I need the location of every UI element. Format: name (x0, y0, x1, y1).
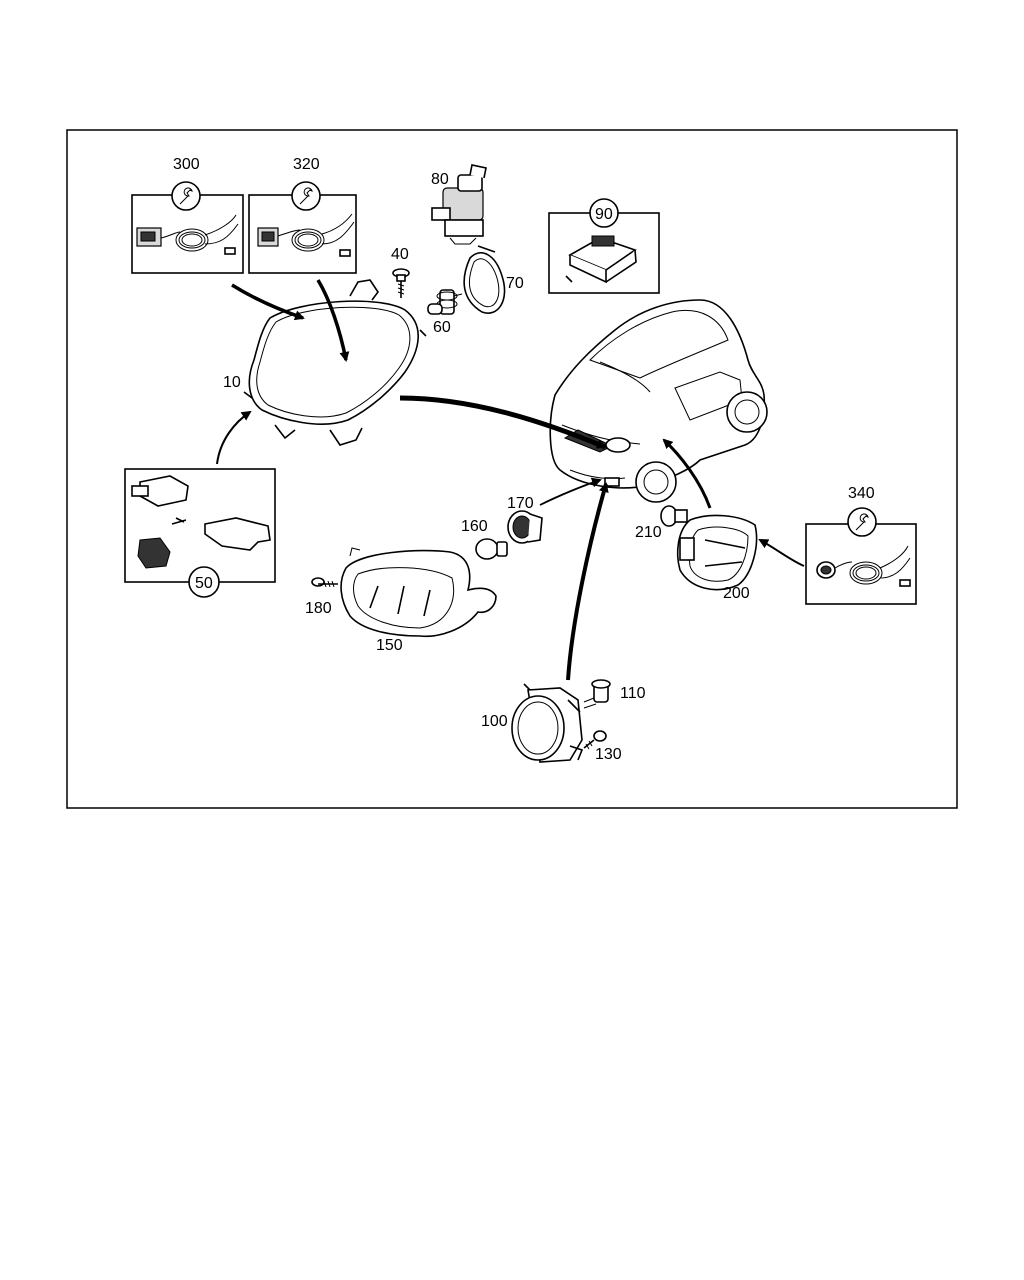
callout-60: 60 (433, 319, 451, 336)
wrench-icon (291, 181, 321, 211)
part-60-bulb[interactable] (427, 289, 463, 315)
callout-110: 110 (620, 685, 646, 702)
wiring-harness-320 (257, 213, 355, 257)
bracket-set-50 (131, 475, 271, 569)
wrench-icon (847, 507, 877, 537)
part-170-bulb-socket[interactable] (507, 510, 543, 544)
callout-200: 200 (723, 585, 750, 602)
callout-50: 50 (195, 575, 213, 592)
callout-320: 320 (293, 156, 320, 173)
part-160-bulb[interactable] (475, 538, 508, 560)
part-200-side-lamp[interactable] (676, 514, 758, 591)
part-130-screw[interactable] (583, 730, 607, 750)
part-80-leveling-motor[interactable] (431, 164, 487, 245)
arrow-320-to-headlamp (316, 279, 350, 362)
callout-10: 10 (223, 374, 241, 391)
callout-340: 340 (848, 485, 875, 502)
wrench-icon (171, 181, 201, 211)
callout-40: 40 (391, 246, 409, 263)
part-150-lamp[interactable] (340, 547, 497, 638)
callout-160: 160 (461, 518, 488, 535)
arrow-set (216, 279, 805, 681)
callout-170: 170 (507, 495, 534, 512)
kit-300-box[interactable] (131, 181, 244, 274)
callout-90: 90 (595, 206, 613, 223)
part-40-screw[interactable] (392, 268, 410, 298)
arrow-headlamp-to-car (399, 395, 607, 450)
callout-150: 150 (376, 637, 403, 654)
wiring-harness-300 (136, 214, 239, 255)
arrow-foglamp-to-car (566, 482, 609, 681)
arrow-50-to-headlamp (216, 410, 252, 465)
part-10-headlamp[interactable] (243, 279, 427, 446)
callout-100: 100 (481, 713, 508, 730)
car-illustration (549, 299, 768, 503)
part-100-fog-lamp[interactable] (511, 683, 584, 763)
callout-80: 80 (431, 171, 449, 188)
diagram-frame (66, 129, 958, 809)
callout-70: 70 (506, 275, 524, 292)
kit-320-box[interactable] (248, 181, 357, 274)
arrow-sidelamp-to-car (662, 438, 712, 509)
part-70-cover-seal[interactable] (463, 245, 506, 314)
arrow-340-to-sidelamp (758, 539, 805, 567)
kit-90-box[interactable] (548, 198, 660, 294)
arrow-170-to-car (539, 477, 602, 506)
kit-50-box[interactable] (124, 468, 276, 598)
part-210-bulb[interactable] (660, 505, 688, 527)
part-110-bulb[interactable] (583, 679, 611, 709)
wiring-harness-340 (816, 545, 911, 587)
part-180-screw[interactable] (311, 577, 338, 588)
callout-300: 300 (173, 156, 200, 173)
callout-180: 180 (305, 600, 332, 617)
control-unit-90 (565, 235, 637, 284)
kit-340-box[interactable] (805, 507, 917, 605)
callout-130: 130 (595, 746, 622, 763)
arrow-300-to-headlamp (231, 283, 305, 321)
callout-210: 210 (635, 524, 662, 541)
